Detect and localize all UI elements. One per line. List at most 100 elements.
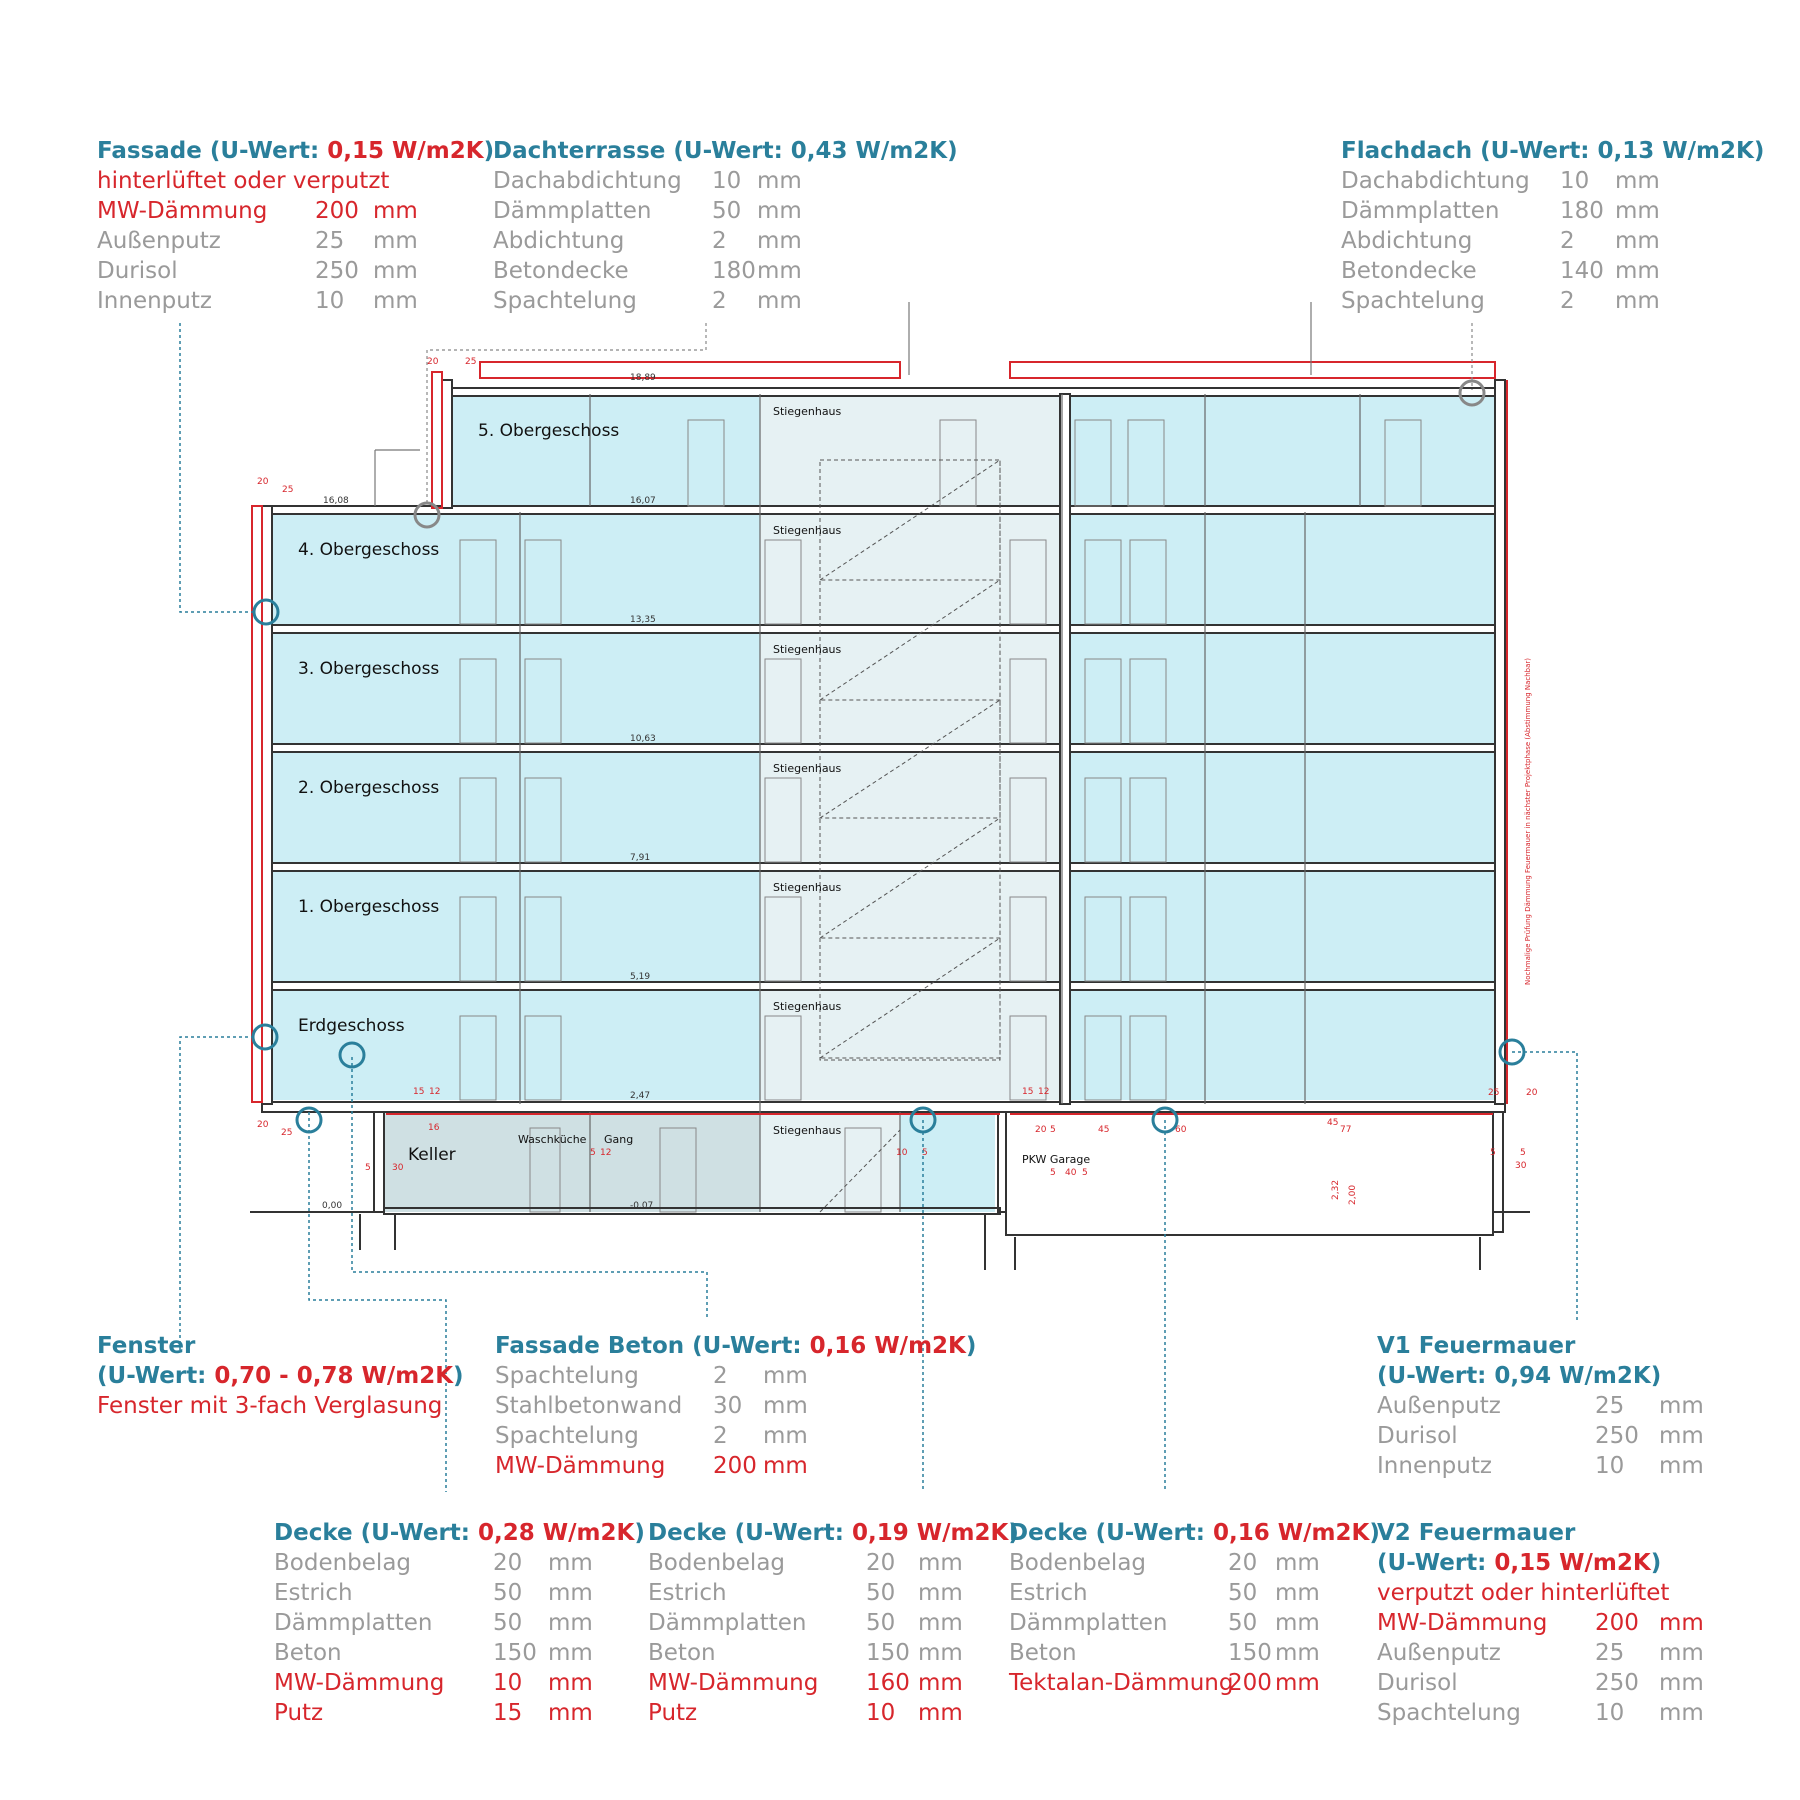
dim-30-b: 30 xyxy=(1515,1161,1527,1171)
layer-unit: mm xyxy=(918,1610,963,1636)
layer-thickness: 250 xyxy=(1595,1423,1639,1449)
dim-5-e: 5 xyxy=(590,1148,596,1158)
layer-name: Betondecke xyxy=(1341,258,1477,284)
interior-lines xyxy=(519,394,1361,1212)
layer-name: MW-Dämmung xyxy=(648,1670,819,1696)
dim-25-right: 25 xyxy=(1488,1088,1499,1098)
layer-unit: mm xyxy=(548,1640,593,1666)
panel-v1-title: V1 Feuermauer xyxy=(1377,1333,1576,1359)
layer-name: Beton xyxy=(1009,1640,1077,1666)
detail-circle-decke2 xyxy=(909,1106,937,1134)
layer-thickness: 2 xyxy=(1560,228,1575,254)
layer-name: Abdichtung xyxy=(493,228,625,254)
dim-15-b: 15 xyxy=(413,1087,424,1097)
dim-30-a: 30 xyxy=(392,1163,404,1173)
layer-thickness: 200 xyxy=(315,198,359,224)
layer-name: Durisol xyxy=(97,258,178,284)
layer-unit: mm xyxy=(1275,1610,1320,1636)
level-16-07: 16,07 xyxy=(630,496,656,506)
layer-name: Beton xyxy=(648,1640,716,1666)
dim-20-right: 20 xyxy=(1526,1088,1538,1098)
floor-label-og4: 4. Obergeschoss xyxy=(298,540,439,560)
layer-thickness: 25 xyxy=(1595,1640,1625,1666)
layer-unit: mm xyxy=(918,1550,963,1576)
layer-unit: mm xyxy=(763,1393,808,1419)
stair-flights xyxy=(818,459,1001,1213)
layer-unit: mm xyxy=(1275,1580,1320,1606)
layer-name: Spachtelung xyxy=(493,288,637,314)
detail-circle-decke1 xyxy=(295,1106,323,1134)
detail-circle-fenster xyxy=(251,1023,279,1051)
panel-fassade-beton-title: Fassade Beton (U-Wert: 0,16 W/m2K) xyxy=(495,1333,977,1359)
layer-name: Putz xyxy=(648,1700,698,1726)
layer-unit: mm xyxy=(373,258,418,284)
panel-decke-1-title: Decke (U-Wert: 0,28 W/m2K) xyxy=(274,1520,645,1546)
stair-labels: Stiegenhaus Stiegenhaus Stiegenhaus Stie… xyxy=(518,405,1090,1166)
room-label-laundry: Waschküche xyxy=(518,1133,587,1146)
layer-name: Abdichtung xyxy=(1341,228,1473,254)
layer-name: Beton xyxy=(274,1640,342,1666)
layer-thickness: 10 xyxy=(1560,168,1590,194)
layer-thickness: 2 xyxy=(712,228,727,254)
detail-circle-decke3 xyxy=(1151,1106,1179,1134)
layer-unit: mm xyxy=(548,1550,593,1576)
stair-label-og1: Stiegenhaus xyxy=(773,881,842,894)
layer-unit: mm xyxy=(757,198,802,224)
panel-fenster: Fenster (U-Wert: 0,70 - 0,78 W/m2K) Fens… xyxy=(97,1331,464,1421)
panel-fassade: Fassade (U-Wert: 0,15 W/m2K) hinterlüfte… xyxy=(97,136,494,316)
roof-elements xyxy=(374,302,1312,506)
layer-name: Bodenbelag xyxy=(1009,1550,1147,1576)
dim-25-terrace: 25 xyxy=(282,485,293,495)
dim-5-d: 5 xyxy=(365,1163,371,1173)
layer-unit: mm xyxy=(757,288,802,314)
level-0-00: 0,00 xyxy=(322,1201,342,1211)
layer-thickness: 10 xyxy=(1595,1700,1625,1726)
layer-name: Spachtelung xyxy=(495,1423,639,1449)
level-minus-0-07: -0,07 xyxy=(630,1201,653,1211)
layer-thickness: 50 xyxy=(866,1580,896,1606)
cellar-fill xyxy=(385,1112,760,1212)
layer-thickness: 10 xyxy=(866,1700,896,1726)
layer-unit: mm xyxy=(1275,1550,1320,1576)
dim-77: 77 xyxy=(1340,1125,1351,1135)
level-2-47: 2,47 xyxy=(630,1091,650,1101)
stair-label-keller: Stiegenhaus xyxy=(773,1124,842,1137)
dimension-numbers: 20 25 20 25 20 25 15 12 20 5 45 60 45 77… xyxy=(257,357,1538,1205)
layer-name: Außenputz xyxy=(1377,1393,1501,1419)
room-label-garage: PKW Garage xyxy=(1022,1153,1090,1166)
leader-lines-gray xyxy=(426,323,1473,505)
layer-thickness: 20 xyxy=(866,1550,896,1576)
layer-thickness: 250 xyxy=(1595,1670,1639,1696)
dim-16: 16 xyxy=(428,1123,440,1133)
layer-name: Durisol xyxy=(1377,1670,1458,1696)
layer-unit: mm xyxy=(548,1700,593,1726)
layer-unit: mm xyxy=(1275,1640,1320,1666)
layer-thickness: 140 xyxy=(1560,258,1604,284)
layer-thickness: 2 xyxy=(713,1363,728,1389)
layer-unit: mm xyxy=(757,258,802,284)
stair-label-og5: Stiegenhaus xyxy=(773,405,842,418)
floor-labels: 5. Obergeschoss 4. Obergeschoss 3. Oberg… xyxy=(298,421,619,1165)
layer-name: Spachtelung xyxy=(495,1363,639,1389)
layer-thickness: 200 xyxy=(1228,1670,1272,1696)
layer-unit: mm xyxy=(1659,1700,1704,1726)
layer-unit: mm xyxy=(1659,1640,1704,1666)
dim-20-base: 20 xyxy=(257,1120,269,1130)
